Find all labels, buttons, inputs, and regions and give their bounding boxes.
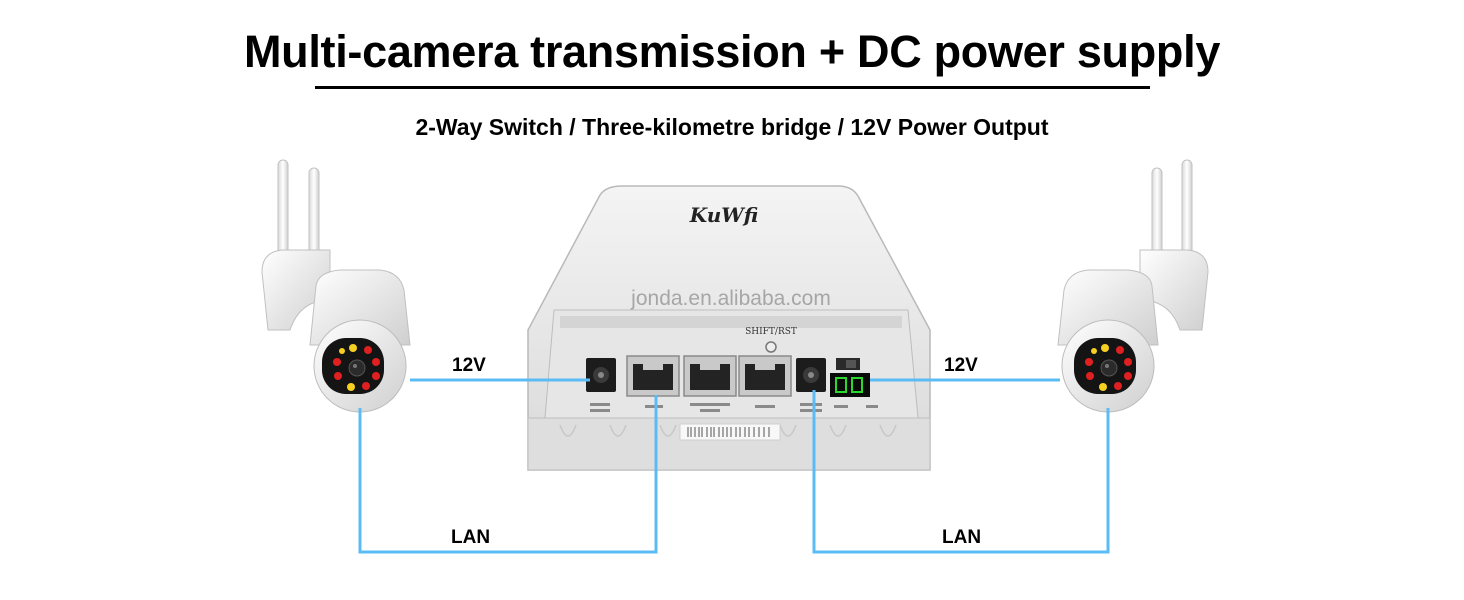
cover-ridges [559, 424, 897, 437]
cables [358, 378, 1110, 554]
camera-lens-right [1100, 359, 1118, 377]
barcode [687, 427, 770, 437]
port-legend-marks [590, 403, 878, 412]
reset-button-label: SHIFT/RST [745, 327, 797, 337]
ptz-camera-right [1057, 159, 1209, 413]
lan-label-left: LAN [451, 527, 491, 548]
camera-lens-left [348, 359, 366, 377]
ethernet-port-3 [738, 355, 792, 397]
ir-led-ring-right [1085, 344, 1132, 391]
ethernet-port-lan1 [626, 355, 680, 397]
title-underline [315, 86, 1150, 89]
dc-input-port [586, 358, 616, 392]
led-display [830, 373, 870, 397]
power-label-right: 12V [944, 355, 978, 376]
port-panel-shadow [560, 316, 902, 328]
diagram-title: Multi-camera transmission + DC power sup… [243, 26, 1221, 77]
mode-switch [836, 358, 860, 370]
power-label-left: 12V [452, 355, 486, 376]
outdoor-cpe-device: KuWfi jonda.en.alibaba.com SHIFT/RST [527, 185, 931, 471]
brand-logo: KuWfi [689, 203, 759, 227]
camera-top-housing-left [309, 269, 411, 346]
barcode-sticker [679, 423, 781, 441]
device-bottom-cover [527, 417, 931, 471]
ir-led-ring-left [333, 344, 380, 391]
lan-cable-left [358, 395, 658, 554]
lan-label-right: LAN [942, 527, 982, 548]
camera-top-housing-right [1057, 269, 1159, 346]
lan-cable-right [812, 390, 1110, 554]
reset-button [765, 341, 777, 353]
diagram-subtitle: 2-Way Switch / Three-kilometre bridge / … [415, 114, 1049, 140]
ptz-camera-left [261, 159, 411, 413]
watermark-text: jonda.en.alibaba.com [630, 287, 831, 310]
ethernet-port-2 [683, 355, 737, 397]
dc-output-port [796, 358, 826, 392]
